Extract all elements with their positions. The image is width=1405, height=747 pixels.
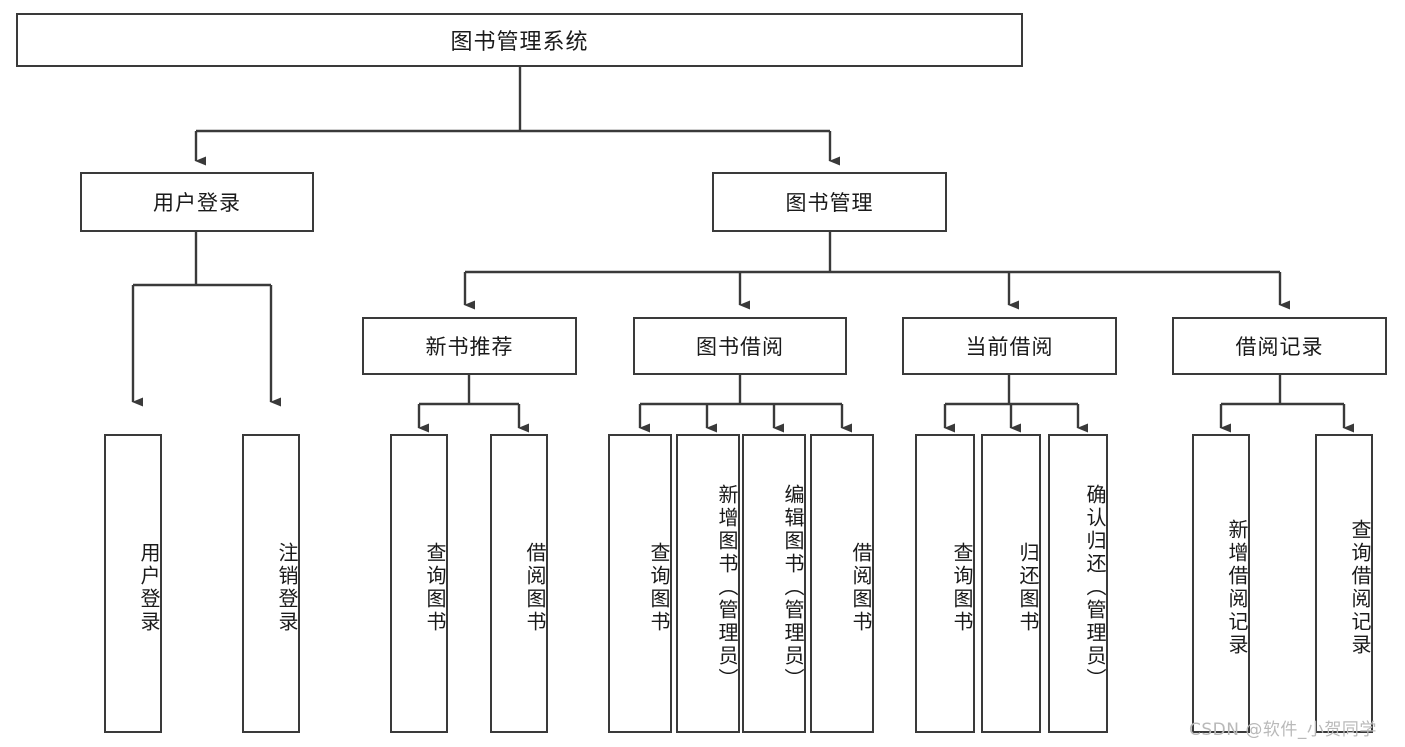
node-root-system[interactable]: 图书管理系统	[16, 13, 1023, 67]
leaf-borrow-record-query[interactable]: 查询借阅记录	[1315, 434, 1373, 733]
leaf-book-borrow-add[interactable]: 新增图书（管理员）	[676, 434, 740, 733]
leaf-current-borrow-confirm-return[interactable]: 确认归还（管理员）	[1048, 434, 1108, 733]
leaf-book-borrow-edit[interactable]: 编辑图书（管理员）	[742, 434, 806, 733]
leaf-book-borrow-query[interactable]: 查询图书	[608, 434, 672, 733]
leaf-label: 编辑图书（管理员）	[781, 484, 805, 691]
leaf-book-borrow-borrow[interactable]: 借阅图书	[810, 434, 874, 733]
leaf-new-book-query[interactable]: 查询图书	[390, 434, 448, 733]
leaf-label: 新增图书（管理员）	[715, 484, 739, 691]
node-borrow-record[interactable]: 借阅记录	[1172, 317, 1387, 375]
leaf-label: 查询图书	[423, 541, 447, 634]
leaf-label: 新增借阅记录	[1225, 518, 1249, 657]
leaf-label: 查询图书	[950, 541, 974, 634]
node-user-login[interactable]: 用户登录	[80, 172, 314, 232]
node-current-borrow[interactable]: 当前借阅	[902, 317, 1117, 375]
leaf-user-login-login[interactable]: 用户登录	[104, 434, 162, 733]
leaf-label: 归还图书	[1016, 541, 1040, 634]
leaf-label: 确认归还（管理员）	[1083, 484, 1107, 691]
node-book-management[interactable]: 图书管理	[712, 172, 947, 232]
csdn-watermark: CSDN @软件_小贺同学	[1189, 720, 1377, 740]
leaf-label: 借阅图书	[523, 541, 547, 634]
leaf-current-borrow-return[interactable]: 归还图书	[981, 434, 1041, 733]
leaf-label: 用户登录	[137, 541, 161, 634]
leaf-label: 查询图书	[647, 541, 671, 634]
node-book-borrow[interactable]: 图书借阅	[633, 317, 847, 375]
leaf-new-book-borrow[interactable]: 借阅图书	[490, 434, 548, 733]
leaf-current-borrow-query[interactable]: 查询图书	[915, 434, 975, 733]
leaf-borrow-record-add[interactable]: 新增借阅记录	[1192, 434, 1250, 733]
leaf-user-login-logout[interactable]: 注销登录	[242, 434, 300, 733]
leaf-label: 借阅图书	[849, 541, 873, 634]
leaf-label: 注销登录	[275, 541, 299, 634]
leaf-label: 查询借阅记录	[1348, 518, 1372, 657]
node-new-book-recommend[interactable]: 新书推荐	[362, 317, 577, 375]
